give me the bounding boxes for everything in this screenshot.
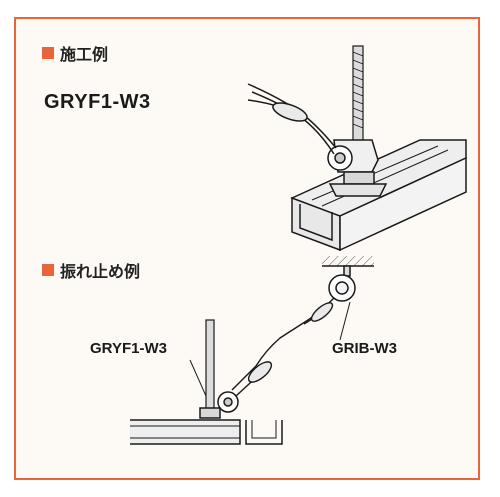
- eye-bolt-grib-w3: [328, 265, 356, 302]
- channel-rail-bottom: [130, 419, 283, 445]
- section-marker-icon: [42, 47, 54, 59]
- construction-heading-text: 施工例: [60, 47, 109, 64]
- leader-lines: [189, 301, 351, 397]
- callout-gryf1-w3: GRYF1-W3: [90, 340, 167, 357]
- section-heading-sway-brace: 振れ止め例: [42, 258, 140, 282]
- construction-model-label: GRYF1-W3: [44, 91, 151, 113]
- clamp-fitting-gryf1-w3: [199, 391, 239, 419]
- channel-rail-top: [290, 139, 467, 252]
- sway-brace-heading-text: 振れ止め例: [60, 264, 141, 281]
- ceiling-hatch: [322, 256, 374, 267]
- wire-rope-top: [247, 83, 337, 155]
- section-heading-construction: 施工例: [42, 41, 108, 65]
- threaded-rod-bottom: [205, 319, 215, 411]
- section-marker-icon: [42, 264, 54, 276]
- callout-grib-w3: GRIB-W3: [332, 340, 397, 357]
- wire-rope-bottom: [231, 297, 335, 397]
- clamp-fitting-top: [327, 139, 388, 197]
- illustration-frame: [14, 17, 480, 480]
